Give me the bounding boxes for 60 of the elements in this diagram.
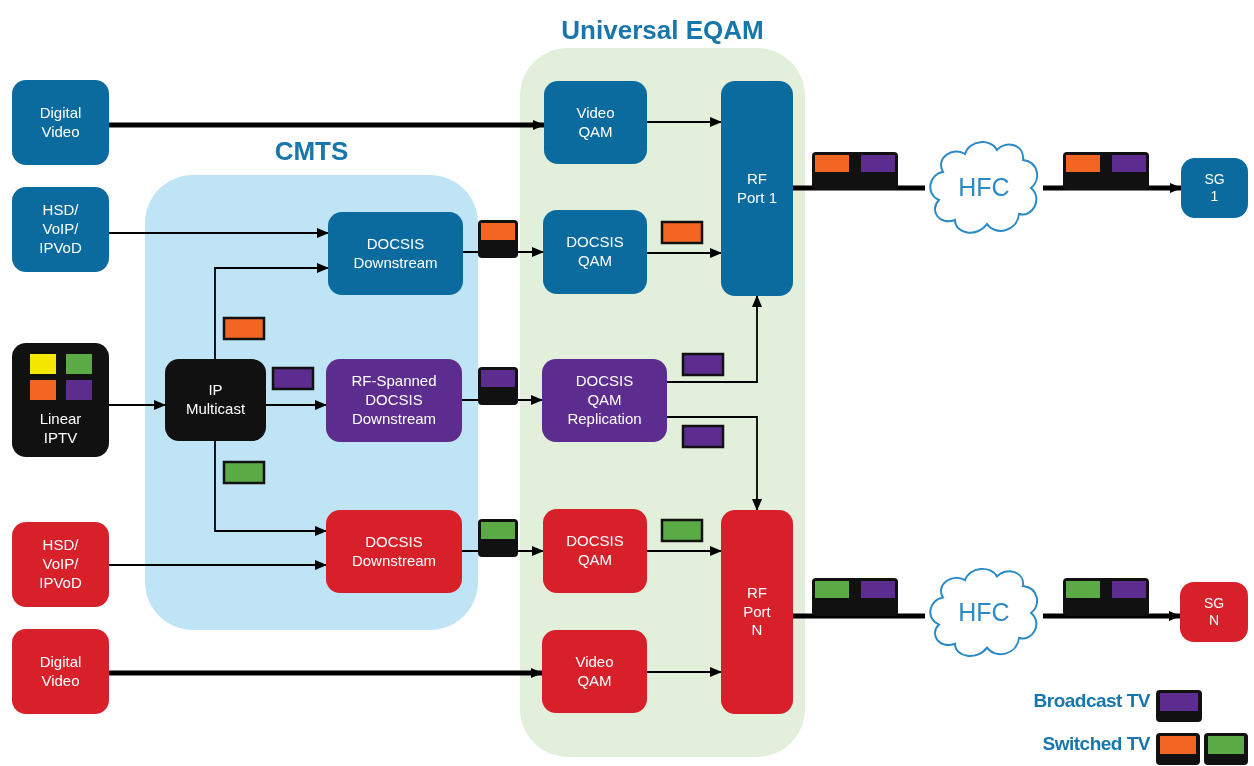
arrow [666, 295, 762, 383]
box-label: RF Port 1 [736, 169, 778, 208]
arrow [265, 400, 327, 410]
process-box [328, 212, 463, 295]
box-label: SG 1 [1203, 170, 1226, 206]
process-box [542, 630, 647, 713]
group-title: Universal EQAM [560, 14, 765, 47]
box-label: Video QAM [574, 652, 615, 691]
arrow [646, 546, 722, 556]
process-box [544, 81, 647, 164]
process-box [721, 81, 793, 296]
legend-label: Broadcast TV [1033, 690, 1150, 712]
process-box [1181, 158, 1248, 218]
arrow [214, 263, 329, 360]
group-title: CMTS [273, 135, 350, 168]
process-box [1180, 582, 1248, 642]
arrow [666, 416, 762, 511]
box-label: HSD/ VoIP/ IPVoD [38, 201, 83, 258]
box-label: Digital Video [38, 103, 83, 142]
cloud-label: HFC [958, 597, 1010, 629]
arrow [214, 440, 327, 536]
box-label: Video QAM [575, 103, 616, 142]
arrow [108, 560, 327, 570]
process-box [543, 509, 647, 593]
box-label: SG N [1202, 594, 1226, 630]
box-label: DOCSIS QAM Replication [566, 372, 643, 429]
process-box [326, 510, 462, 593]
process-box [12, 343, 109, 457]
process-box [12, 80, 109, 165]
process-box [326, 359, 462, 442]
arrow [646, 667, 722, 677]
arrow [1043, 611, 1181, 621]
box-label: Digital Video [38, 652, 83, 691]
process-box [543, 210, 647, 294]
box-label: RF-Spanned DOCSIS Downstream [350, 372, 438, 429]
legend-label: Switched TV [1042, 733, 1150, 755]
arrow [646, 248, 722, 258]
box-label: DOCSIS Downstream [350, 532, 438, 571]
arrow [109, 668, 543, 678]
process-box [542, 359, 667, 442]
box-label: Linear IPTV [38, 410, 83, 448]
arrow [108, 228, 329, 238]
box-label: DOCSIS Downstream [352, 234, 439, 273]
process-box [721, 510, 793, 714]
box-label: IP Multicast [184, 381, 247, 419]
box-label: HSD/ VoIP/ IPVoD [38, 536, 83, 593]
cloud-label: HFC [958, 172, 1010, 204]
arrow [646, 117, 722, 127]
process-box [12, 522, 109, 607]
connector-line [793, 185, 925, 191]
arrow [1043, 183, 1182, 193]
process-box [12, 187, 109, 272]
box-label: DOCSIS QAM [565, 532, 625, 570]
arrow [108, 400, 166, 410]
connector-line [793, 613, 925, 619]
box-label: RF Port N [742, 583, 772, 641]
box-label: DOCSIS QAM [565, 233, 625, 271]
arrow [109, 120, 545, 130]
process-box [12, 629, 109, 714]
process-box [165, 359, 266, 441]
